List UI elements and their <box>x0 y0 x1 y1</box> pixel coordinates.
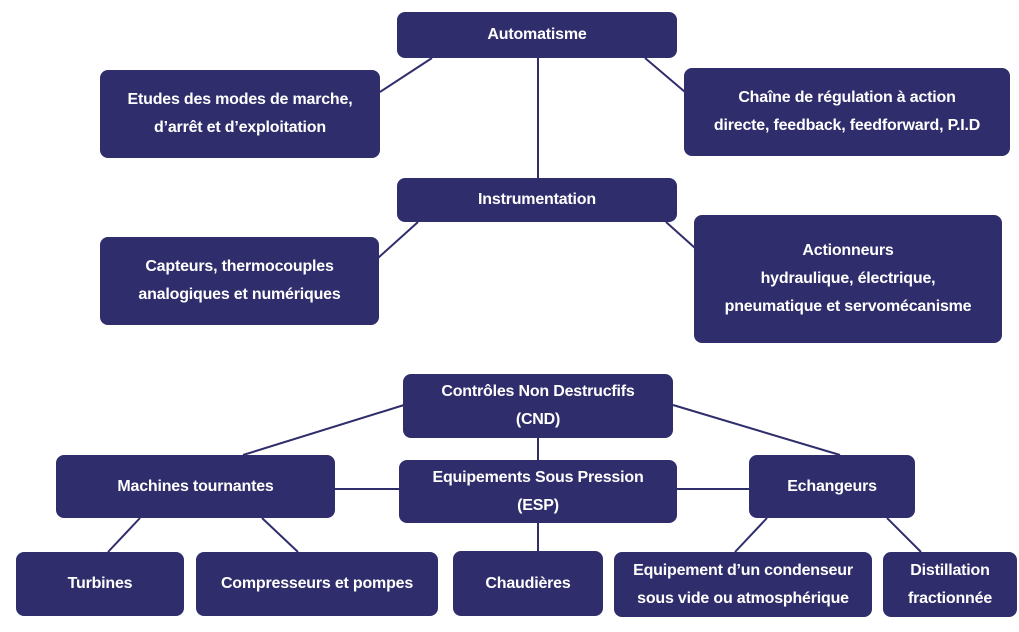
link-instrumentation-actionneurs <box>665 221 696 249</box>
node-actionneurs: Actionneurs hydraulique, électrique, pne… <box>694 215 1002 343</box>
node-label: fractionnée <box>907 589 993 607</box>
node-turbines: Turbines <box>16 552 184 616</box>
node-chaudieres: Chaudières <box>453 551 603 616</box>
node-chaine-regulation: Chaîne de régulation à action directe, f… <box>684 68 1010 156</box>
link-automatisme-chaine <box>644 57 686 93</box>
node-capteurs: Capteurs, thermocouples analogiques et n… <box>100 237 379 325</box>
node-etudes-modes: Etudes des modes de marche, d’arrêt et d… <box>100 70 380 158</box>
node-distillation: Distillation fractionnée <box>883 552 1017 617</box>
link-machines-compresseurs <box>261 517 299 553</box>
node-label: Machines tournantes <box>117 477 274 495</box>
node-machines-tournantes: Machines tournantes <box>56 455 335 518</box>
node-label: Capteurs, thermocouples <box>145 258 334 275</box>
node-label: Chaudières <box>485 574 571 592</box>
link-instrumentation-capteurs <box>377 221 419 259</box>
link-echangeurs-distillation <box>886 517 922 553</box>
node-label: Instrumentation <box>478 191 596 208</box>
node-label: Equipement d’un condenseur <box>633 561 853 579</box>
link-automatisme-etudes <box>379 57 433 93</box>
node-label: sous vide ou atmosphérique <box>637 589 849 607</box>
node-label: (ESP) <box>517 496 559 514</box>
node-label: Actionneurs <box>802 242 894 259</box>
link-machines-turbines <box>107 517 141 553</box>
node-label: Contrôles Non Destrucfifs <box>441 383 635 400</box>
node-label: analogiques et numériques <box>138 286 341 303</box>
node-label: pneumatique et servomécanisme <box>724 298 972 315</box>
node-label: directe, feedback, feedforward, P.I.D <box>713 117 981 134</box>
link-cnd-machines <box>242 404 405 456</box>
node-label: d’arrêt et d’exploitation <box>154 119 326 136</box>
node-label: hydraulique, électrique, <box>760 270 936 287</box>
node-label: (CND) <box>515 411 561 428</box>
link-cnd-echangeurs <box>672 404 841 456</box>
node-condenseur: Equipement d’un condenseur sous vide ou … <box>614 552 872 617</box>
node-echangeurs: Echangeurs <box>749 455 915 518</box>
node-label: Distillation <box>910 561 990 579</box>
node-esp: Equipements Sous Pression (ESP) <box>399 460 677 523</box>
node-label: Compresseurs et pompes <box>220 575 414 592</box>
node-automatisme: Automatisme <box>397 12 677 58</box>
node-label: Etudes des modes de marche, <box>127 91 353 108</box>
node-label: Equipements Sous Pression <box>432 468 644 486</box>
node-compresseurs: Compresseurs et pompes <box>196 552 438 616</box>
node-label: Chaîne de régulation à action <box>738 89 956 106</box>
node-label: Automatisme <box>487 26 587 43</box>
node-instrumentation: Instrumentation <box>397 178 677 222</box>
node-label: Echangeurs <box>787 477 877 495</box>
node-label: Turbines <box>67 575 133 592</box>
link-echangeurs-condenseur <box>734 517 768 553</box>
node-cnd: Contrôles Non Destrucfifs (CND) <box>403 374 673 438</box>
